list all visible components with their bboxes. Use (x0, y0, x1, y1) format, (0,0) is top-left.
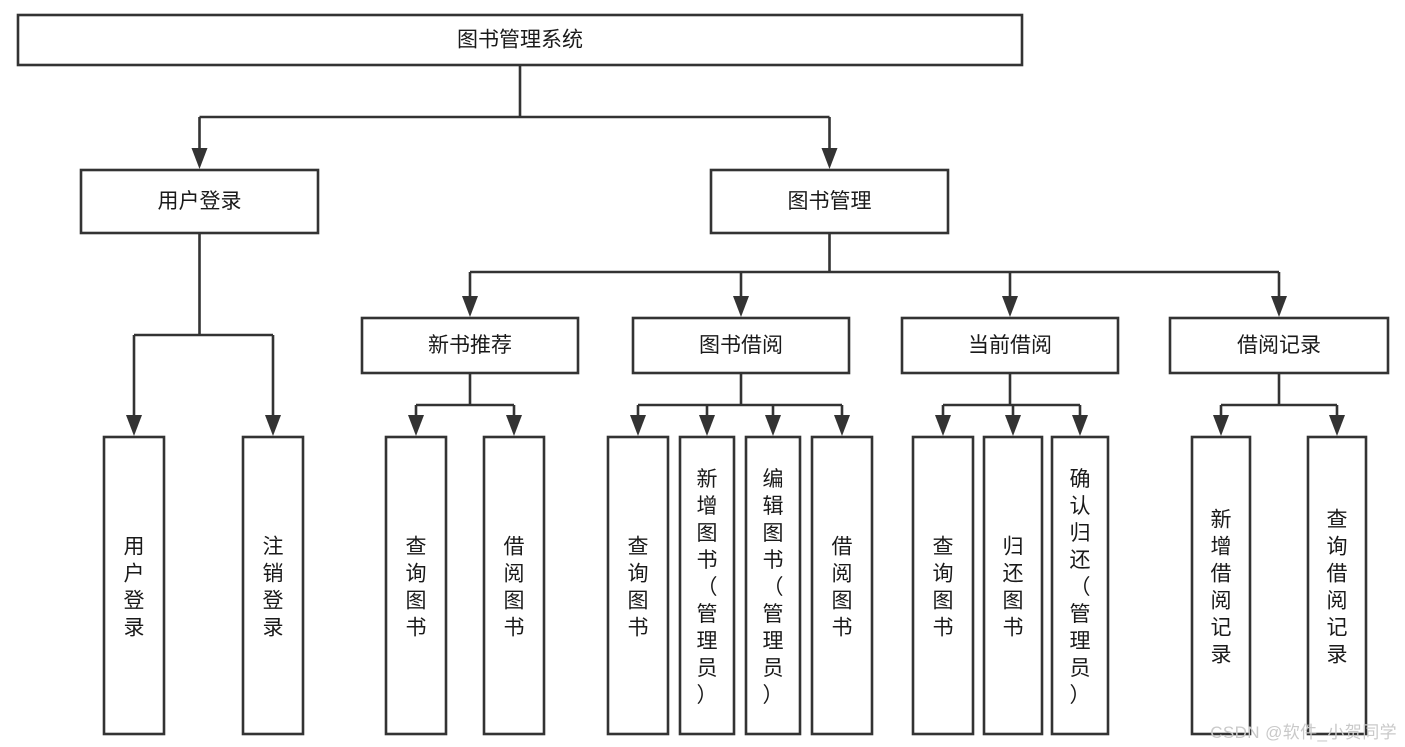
node-leaf-borrow-3[interactable]: 编辑图书（管理员） (744, 435, 802, 736)
node-label: 图书借阅 (699, 334, 783, 357)
arrow-head-icon (1271, 296, 1287, 317)
node-label: 查询借阅记录 (1327, 509, 1348, 667)
arrow-head-icon (630, 415, 646, 436)
node-leaf-newrec-1[interactable]: 查询图书 (384, 435, 448, 736)
node-label: 借阅图书 (504, 536, 525, 640)
node-label: 注销登录 (263, 536, 284, 640)
node-label: 查询图书 (406, 536, 427, 640)
edges-layer (126, 65, 1345, 436)
arrow-head-icon (935, 415, 951, 436)
node-leaf-borrow-2[interactable]: 新增图书（管理员） (678, 435, 736, 736)
node-box[interactable] (482, 435, 546, 736)
arrow-head-icon (733, 296, 749, 317)
node-label: 借阅记录 (1237, 334, 1321, 357)
node-box[interactable] (810, 435, 874, 736)
node-label: 用户登录 (158, 190, 242, 213)
node-current[interactable]: 当前借阅 (900, 316, 1120, 375)
node-box[interactable] (606, 435, 670, 736)
arrow-head-icon (265, 415, 281, 436)
arrow-head-icon (1005, 415, 1021, 436)
node-box[interactable] (911, 435, 975, 736)
arrow-head-icon (834, 415, 850, 436)
node-label: 确认归还（管理员） (1070, 468, 1091, 707)
node-box[interactable] (1050, 435, 1110, 736)
node-box[interactable] (102, 435, 166, 736)
node-label: 查询图书 (628, 536, 649, 640)
node-box[interactable] (631, 316, 851, 375)
node-leaf-newrec-2[interactable]: 借阅图书 (482, 435, 546, 736)
arrow-head-icon (408, 415, 424, 436)
node-leaf-records-1[interactable]: 新增借阅记录 (1190, 435, 1252, 736)
node-box[interactable] (1306, 435, 1368, 736)
node-newrec[interactable]: 新书推荐 (360, 316, 580, 375)
node-label: 借阅图书 (832, 536, 853, 640)
edge-group-borrow (630, 373, 850, 436)
edge-group-current (935, 373, 1088, 436)
edge-group-newrec (408, 373, 522, 436)
node-label: 新书推荐 (428, 334, 512, 357)
arrow-head-icon (699, 415, 715, 436)
node-label: 编辑图书（管理员） (763, 468, 784, 707)
node-box[interactable] (384, 435, 448, 736)
node-label: 新增图书（管理员） (697, 468, 718, 707)
csdn-watermark: CSDN @软件_小贺同学 (1210, 723, 1397, 742)
node-root[interactable]: 图书管理系统 (16, 13, 1024, 67)
node-leaf-records-2[interactable]: 查询借阅记录 (1306, 435, 1368, 736)
arrow-head-icon (506, 415, 522, 436)
edge-group-bookmgmt (462, 233, 1287, 317)
node-login[interactable]: 用户登录 (79, 168, 320, 235)
nodes-layer: 图书管理系统用户登录图书管理新书推荐图书借阅当前借阅借阅记录用户登录注销登录查询… (16, 13, 1390, 736)
node-box[interactable] (744, 435, 802, 736)
node-box[interactable] (678, 435, 736, 736)
node-records[interactable]: 借阅记录 (1168, 316, 1390, 375)
node-label: 查询图书 (933, 536, 954, 640)
node-box[interactable] (79, 168, 320, 235)
node-borrow[interactable]: 图书借阅 (631, 316, 851, 375)
arrow-head-icon (821, 148, 838, 169)
node-leaf-current-2[interactable]: 归还图书 (982, 435, 1044, 736)
node-box[interactable] (16, 13, 1024, 67)
node-box[interactable] (982, 435, 1044, 736)
node-leaf-borrow-1[interactable]: 查询图书 (606, 435, 670, 736)
arrow-head-icon (462, 296, 478, 317)
arrow-head-icon (1329, 415, 1345, 436)
node-leaf-current-3[interactable]: 确认归还（管理员） (1050, 435, 1110, 736)
node-label: 当前借阅 (968, 334, 1052, 357)
node-box[interactable] (360, 316, 580, 375)
arrow-head-icon (1213, 415, 1229, 436)
arrow-head-icon (1072, 415, 1088, 436)
edge-group-root (191, 65, 838, 169)
node-leaf-login-1[interactable]: 用户登录 (102, 435, 166, 736)
arrow-head-icon (765, 415, 781, 436)
node-bookmgmt[interactable]: 图书管理 (709, 168, 950, 235)
node-leaf-login-2[interactable]: 注销登录 (241, 435, 305, 736)
node-box[interactable] (900, 316, 1120, 375)
node-box[interactable] (709, 168, 950, 235)
arrow-head-icon (1002, 296, 1018, 317)
node-label: 归还图书 (1003, 536, 1024, 640)
arrow-head-icon (191, 148, 208, 169)
node-box[interactable] (1168, 316, 1390, 375)
node-label: 图书管理系统 (457, 29, 583, 52)
node-box[interactable] (1190, 435, 1252, 736)
arrow-head-icon (126, 415, 142, 436)
node-label: 新增借阅记录 (1211, 509, 1232, 667)
edge-group-records (1213, 373, 1345, 436)
node-label: 用户登录 (124, 536, 145, 640)
node-label: 图书管理 (788, 190, 872, 213)
edge-group-login (126, 233, 281, 436)
node-box[interactable] (241, 435, 305, 736)
node-leaf-borrow-4[interactable]: 借阅图书 (810, 435, 874, 736)
node-leaf-current-1[interactable]: 查询图书 (911, 435, 975, 736)
